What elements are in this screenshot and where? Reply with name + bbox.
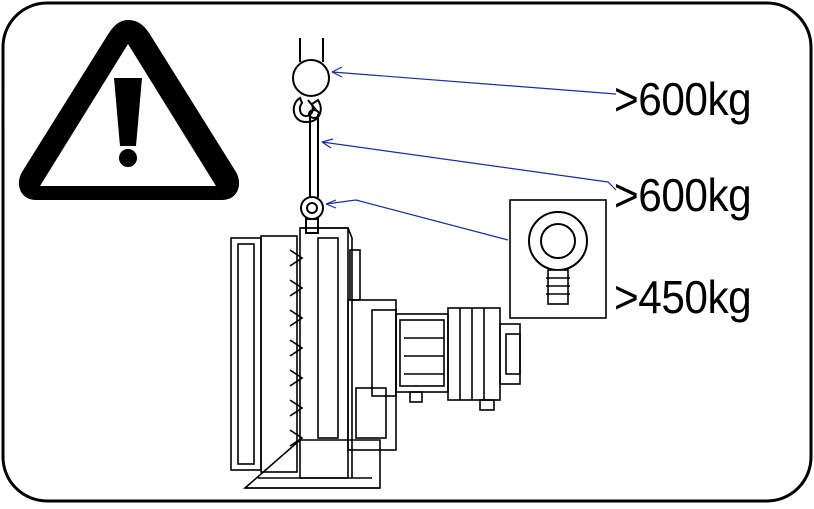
warning-triangle-icon [18,20,240,200]
load-rating-eyebolt: >450kg [614,271,752,323]
sling [308,109,320,200]
exclamation-bar [114,78,142,146]
leader-hook [331,71,617,95]
load-rating-hook: >600kg [614,73,752,125]
eyebolt-on-machine [300,196,324,234]
gearbox-drawing [230,227,521,489]
eyebolt-icon [509,199,607,319]
load-rating-sling: >600kg [614,169,752,221]
leader-sling [321,141,617,191]
leader-lines [321,66,617,241]
leader-eyebolt [325,199,509,241]
crane-hook [292,38,330,124]
exclamation-dot [119,149,137,167]
